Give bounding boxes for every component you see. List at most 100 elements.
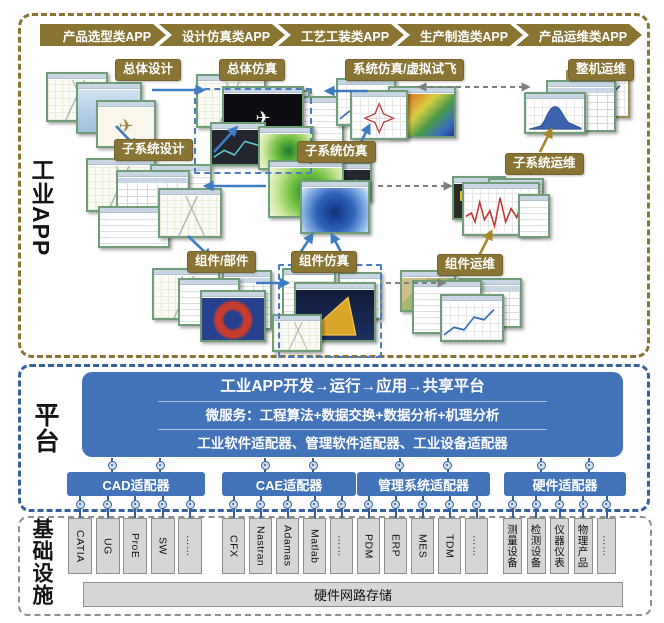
window-titlebar xyxy=(302,98,342,103)
adapter-bar-2: CAE适配器 xyxy=(222,472,356,496)
window-titlebar xyxy=(202,292,264,297)
adapter-label: CAE适配器 xyxy=(255,477,323,493)
software-box-label: UG xyxy=(101,537,114,555)
connector-bolt-icon xyxy=(418,500,427,509)
software-box-label: Nastran xyxy=(254,525,267,567)
window-titlebar xyxy=(78,84,140,89)
window-titlebar xyxy=(118,172,188,177)
window-content-polar xyxy=(352,98,406,138)
cluster-label: 总体仿真 xyxy=(219,59,286,81)
window-titlebar xyxy=(414,282,480,287)
cluster-label: 组件/部件 xyxy=(187,251,257,273)
platform-line-3: 工业软件适配器、管理软件适配器、工业设备适配器 xyxy=(197,435,508,451)
window-titlebar xyxy=(224,88,302,93)
platform-line-1: 工业APP开发→运行→应用→共享平台 xyxy=(220,377,485,395)
window-titlebar xyxy=(340,274,380,279)
infrastructure-section-border xyxy=(18,516,652,616)
connector-bolt-icon xyxy=(308,461,318,470)
connector-bolt-icon xyxy=(130,500,140,509)
software-box-label: …… xyxy=(600,535,613,557)
connector-bolt-icon xyxy=(107,461,117,470)
adapter-bar-3: 管理系统适配器 xyxy=(357,472,490,496)
software-box: …… xyxy=(330,518,353,574)
banner-chevron-4: 生产制造类APP xyxy=(397,24,523,46)
software-box-label: TDM xyxy=(443,533,456,559)
software-box: MES xyxy=(411,518,434,574)
window-content-doc xyxy=(100,214,168,246)
cluster-label: 子系统运维 xyxy=(505,153,584,175)
connector-bolt-icon xyxy=(158,500,167,509)
window-content-doc xyxy=(520,202,548,236)
banner-chevron-3: 工艺工装类APP xyxy=(278,24,404,46)
connector-bolt-icon xyxy=(395,461,404,470)
software-box: Matlab xyxy=(303,518,326,574)
software-box: ProE xyxy=(123,518,147,574)
software-box: UG xyxy=(95,518,120,574)
window-content-cad xyxy=(160,196,220,236)
divider xyxy=(157,401,548,402)
window-titlebar xyxy=(48,74,106,79)
connector-bolt-icon xyxy=(364,500,373,509)
app-window-thumbnail xyxy=(518,194,550,238)
connector-bolt-icon xyxy=(584,461,594,470)
connector-bolt-icon xyxy=(578,500,588,509)
software-box: 检测设备 xyxy=(526,518,546,574)
connector-bolt-icon xyxy=(508,500,517,509)
banner-chevron-2: 设计仿真类APP xyxy=(159,24,285,46)
connector-bolt-icon xyxy=(555,500,564,509)
side-label-industrial-app: 工业APP xyxy=(28,158,54,257)
connector-bolt-icon xyxy=(602,500,611,509)
software-box-label: ERP xyxy=(389,534,402,558)
software-box-label: …… xyxy=(470,535,483,557)
window-titlebar xyxy=(284,270,334,275)
window-titlebar xyxy=(402,272,454,277)
software-box: CATIA xyxy=(68,518,92,574)
window-titlebar xyxy=(180,280,238,285)
banner-chevron-label: 生产制造类APP xyxy=(419,29,509,44)
cluster-label: 整机运维 xyxy=(568,59,635,81)
software-box-label: CFX xyxy=(227,534,240,558)
window-titlebar xyxy=(260,128,312,133)
banner-chevron-1: 产品选型类APP xyxy=(40,24,166,46)
software-box: Nastran xyxy=(249,518,272,574)
connector-bolt-icon xyxy=(445,500,454,509)
software-box-label: ProE xyxy=(129,533,141,559)
connector-bolt-icon xyxy=(310,500,319,509)
app-window-thumbnail xyxy=(350,90,408,140)
window-titlebar xyxy=(160,190,220,195)
window-titlebar xyxy=(332,164,370,169)
software-box: CFX xyxy=(222,518,245,574)
cluster-label: 系统仿真/虚拟试飞 xyxy=(345,59,465,81)
app-window-thumbnail xyxy=(300,180,370,234)
software-box: SW xyxy=(150,518,175,574)
window-titlebar xyxy=(526,94,584,99)
airplane-icon: ✈ xyxy=(118,116,134,137)
window-titlebar xyxy=(464,184,538,189)
banner-chevron-label: 工艺工装类APP xyxy=(300,29,390,44)
software-box-label: Adamas xyxy=(281,525,294,567)
software-box-label: 测量设备 xyxy=(506,524,518,568)
side-label-infrastructure: 基础设施 xyxy=(30,518,53,606)
software-box-label: 检测设备 xyxy=(529,524,542,568)
software-box-label: CATIA xyxy=(74,529,86,563)
window-content-histogram xyxy=(526,100,584,132)
software-box-label: MES xyxy=(416,533,429,559)
cluster-highlight xyxy=(278,264,382,358)
app-window-thumbnail xyxy=(440,294,504,342)
connector-bolt-icon xyxy=(155,461,165,470)
window-titlebar xyxy=(520,196,548,201)
platform-box: 工业APP开发→运行→应用→共享平台 微服务：工程算法+数据交换+数据分析+机理… xyxy=(82,372,623,457)
connector-bolt-icon xyxy=(391,500,400,509)
software-box: TDM xyxy=(438,518,461,574)
window-titlebar xyxy=(352,92,406,97)
connector-bolt-icon xyxy=(185,500,195,509)
connector-bolt-icon xyxy=(472,500,481,509)
adapter-bar-4: 硬件适配器 xyxy=(504,472,626,496)
window-titlebar xyxy=(98,102,154,107)
software-box-label: SW xyxy=(156,537,169,555)
cluster-highlight xyxy=(194,88,312,174)
cluster-label: 总体设计 xyxy=(115,59,182,81)
software-box-label: …… xyxy=(184,535,196,557)
software-box-label: PDM xyxy=(362,533,375,559)
